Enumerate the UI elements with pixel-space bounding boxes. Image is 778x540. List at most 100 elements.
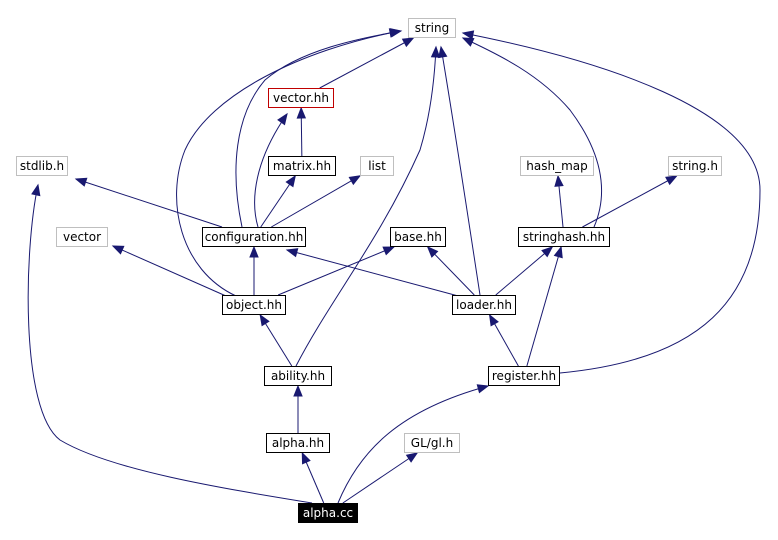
edge-line	[271, 175, 361, 228]
edge-configuration-to-string	[235, 28, 403, 228]
edge-vector-hh-to-string	[319, 37, 415, 89]
node-hash-map[interactable]: hash_map	[520, 156, 594, 176]
edge-arrowhead	[476, 384, 490, 394]
node-label: register.hh	[491, 369, 557, 383]
node-label: stringhash.hh	[522, 230, 606, 244]
edge-line	[526, 246, 562, 367]
edge-arrowhead	[296, 106, 307, 119]
edge-arrowhead	[293, 384, 303, 397]
edge-arrowhead	[382, 246, 396, 256]
node-label: alpha.hh	[271, 436, 325, 450]
node-loader-hh[interactable]: loader.hh	[452, 295, 516, 315]
edge-alpha-cc-to-register-hh	[337, 384, 490, 504]
edge-line	[495, 246, 553, 296]
edge-line	[286, 249, 463, 298]
edge-arrowhead	[111, 245, 125, 255]
node-label: vector.hh	[273, 91, 329, 105]
edge-line	[462, 37, 603, 228]
edge-line	[176, 30, 401, 297]
node-string-h[interactable]: string.h	[668, 156, 722, 176]
edge-line	[440, 46, 481, 296]
node-ability-hh[interactable]: ability.hh	[264, 366, 332, 386]
edge-register-hh-to-loader-hh	[488, 313, 519, 367]
edge-register-hh-to-string	[461, 30, 761, 374]
node-list[interactable]: list	[360, 156, 394, 176]
edge-loader-hh-to-string	[438, 45, 481, 296]
edge-matrix-hh-to-vector-hh	[296, 106, 307, 157]
node-vector-hh[interactable]: vector.hh	[268, 88, 334, 108]
node-stdlib-h[interactable]: stdlib.h	[16, 156, 68, 176]
node-base-hh[interactable]: base.hh	[390, 227, 446, 247]
node-configuration-hh[interactable]: configuration.hh	[202, 227, 306, 247]
edge-line	[427, 246, 475, 296]
edge-alpha-cc-to-gl-h	[342, 452, 419, 504]
edge-arrowhead	[405, 452, 419, 463]
edge-arrowhead	[259, 313, 270, 327]
edge-line	[235, 30, 402, 228]
edge-loader-hh-to-stringhash	[495, 246, 554, 296]
node-register-hh[interactable]: register.hh	[488, 366, 560, 386]
edge-arrowhead	[348, 175, 362, 186]
edge-object-hh-to-configuration	[249, 245, 259, 295]
node-label: alpha.cc	[302, 506, 354, 520]
node-stringhash-hh[interactable]: stringhash.hh	[518, 227, 610, 247]
node-label: ability.hh	[270, 369, 326, 383]
edge-line	[295, 46, 437, 367]
edge-stringhash-to-hash-map	[554, 174, 564, 228]
edge-line	[277, 246, 395, 296]
node-label: string.h	[672, 159, 718, 173]
edge-configuration-to-list	[271, 175, 362, 228]
node-label: hash_map	[526, 159, 588, 173]
edge-arrowhead	[31, 183, 41, 197]
node-label: matrix.hh	[272, 159, 332, 173]
node-label: GL/gl.h	[410, 436, 454, 450]
edge-ability-hh-to-object-hh	[259, 313, 293, 367]
node-label: stdlib.h	[19, 159, 65, 173]
edge-arrowhead	[430, 45, 441, 58]
edge-loader-hh-to-configuration	[285, 248, 463, 298]
node-matrix-hh[interactable]: matrix.hh	[268, 156, 336, 176]
edge-register-hh-to-stringhash	[526, 245, 563, 367]
node-label: loader.hh	[456, 298, 512, 312]
node-label: base.hh	[394, 230, 442, 244]
edge-alpha-cc-to-alpha-hh	[301, 451, 325, 504]
edge-alpha-hh-to-ability-hh	[293, 384, 303, 433]
edge-line	[319, 37, 414, 89]
node-label: configuration.hh	[204, 230, 304, 244]
edge-line	[27, 184, 313, 504]
edge-line	[582, 175, 677, 228]
edge-arrowhead	[665, 175, 678, 186]
edge-arrowhead	[426, 246, 439, 258]
edge-arrowhead	[461, 30, 475, 40]
edge-line	[337, 385, 489, 504]
edge-arrowhead	[488, 313, 499, 327]
node-vector[interactable]: vector	[56, 227, 108, 247]
edge-arrowhead	[249, 245, 259, 258]
edge-line	[112, 245, 227, 297]
node-label: string	[414, 21, 450, 35]
node-label: object.hh	[225, 298, 282, 312]
edge-arrowhead	[74, 177, 88, 187]
edge-line	[462, 32, 761, 374]
edge-configuration-to-matrix-hh	[260, 174, 296, 228]
edge-arrowhead	[277, 112, 288, 126]
node-alpha-hh[interactable]: alpha.hh	[266, 433, 330, 453]
edge-object-hh-to-base-hh	[277, 246, 396, 296]
edge-arrowhead	[553, 245, 563, 259]
node-label: list	[368, 159, 386, 173]
node-object-hh[interactable]: object.hh	[222, 295, 286, 315]
edge-line	[254, 113, 288, 228]
edge-configuration-to-vector-hh	[254, 112, 288, 228]
edge-stringhash-to-string-h	[582, 175, 678, 228]
edge-arrowhead	[389, 28, 403, 38]
edge-object-hh-to-vector	[111, 245, 227, 297]
edge-arrowhead	[554, 174, 564, 187]
edge-arrowhead	[438, 45, 448, 59]
node-label: vector	[62, 230, 102, 244]
edge-arrowhead	[301, 451, 311, 465]
edge-line	[75, 178, 223, 228]
node-gl-gl-h[interactable]: GL/gl.h	[404, 433, 460, 453]
node-string[interactable]: string	[408, 18, 456, 38]
edge-arrowhead	[401, 37, 415, 48]
node-alpha-cc[interactable]: alpha.cc	[298, 503, 358, 523]
